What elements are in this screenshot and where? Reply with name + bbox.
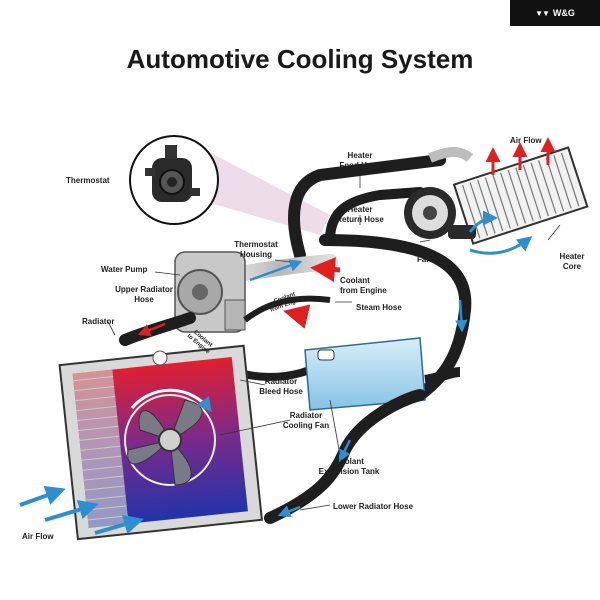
- air-flow-bottom-arrows: [19, 485, 144, 535]
- lower-hose-flow-arrow-2: [277, 505, 301, 518]
- heater-food-hose: [288, 154, 446, 261]
- label-thermostat: Thermostat: [66, 176, 110, 185]
- label-air-flow-top: Air Flow: [510, 136, 542, 145]
- label-radiator-bleed-hose: Radiator Bleed Hose: [259, 377, 303, 396]
- return-hose-flow-arrow: [455, 299, 468, 333]
- radiator-cap-icon: [152, 350, 168, 366]
- brand-logo: ▼▼ W&G: [510, 0, 600, 26]
- label-radiator-cooling-fan: Radiator Cooling Fan: [282, 411, 330, 430]
- tank-outlet-hose: [424, 367, 461, 385]
- label-upper-radiator-hose: Upper Radiator Hose: [115, 285, 173, 304]
- label-radiator: Radiator: [82, 317, 115, 326]
- upper-hose-flow-arrow: [137, 322, 166, 337]
- housing-flow-arrow: [249, 259, 303, 282]
- coolant-from-engine-arrow: [310, 257, 341, 283]
- diagram-title: Automotive Cooling System: [126, 44, 474, 74]
- air-flow-top-arrows: [485, 137, 556, 175]
- upper-radiator-hose: [119, 312, 196, 346]
- label-water-pump: Water Pump: [101, 265, 148, 274]
- air-flow-heater-arrows: [468, 210, 533, 255]
- heater-pipe: [428, 147, 474, 163]
- label-heater-return-hose: Heater Return Hose: [336, 205, 384, 224]
- label-heater-food-hose: Heater Food Hose: [339, 151, 381, 170]
- water-pump: [174, 251, 246, 333]
- label-steam-hose: Steam Hose: [356, 303, 402, 312]
- lower-hose-flow-arrow-1: [338, 439, 352, 463]
- label-thermostat-housing: Thermostat Housing: [234, 240, 278, 259]
- brand-name: W&G: [552, 8, 575, 18]
- thermostat-callout-wedge: [200, 150, 330, 235]
- radiator-cooling-fan: [124, 388, 216, 486]
- coolant-from-engine-small-arrow: [283, 304, 311, 329]
- brand-mark-icon: ▼▼: [535, 8, 550, 18]
- heater-return-hose: [325, 187, 425, 245]
- label-air-flow-bottom: Air Flow: [22, 532, 54, 541]
- label-coolant-from-engine: Coolant from Engine: [340, 276, 387, 295]
- label-heater-core: Heater Core: [559, 252, 585, 271]
- fan-icon: [404, 187, 476, 239]
- label-fan: Fan: [417, 255, 432, 264]
- label-lower-radiator-hose: Lower Radiator Hose: [333, 502, 414, 511]
- coolant-expansion-tank: [304, 337, 426, 411]
- leader-lines: [106, 175, 561, 511]
- steam-hose: [243, 295, 331, 323]
- thermostat-part-icon: [145, 145, 200, 202]
- label-coolant-expansion-tank: Coolant Expansion Tank: [318, 457, 380, 476]
